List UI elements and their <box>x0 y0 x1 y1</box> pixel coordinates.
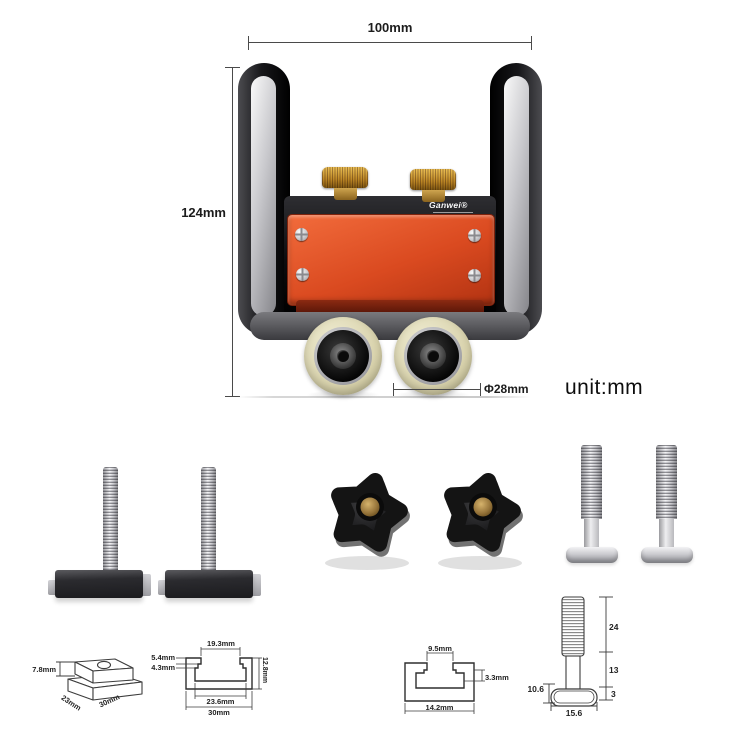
tnut-isometric-drawing <box>56 658 143 701</box>
knob-shadow <box>325 556 409 570</box>
wheel-axle-hole <box>337 350 349 362</box>
tbolt-drawing-thread <box>561 596 585 657</box>
track-large-profile <box>185 657 253 690</box>
tbolt-head-width-label: 15.6 <box>565 708 583 718</box>
height-dimension-tick-bottom <box>225 396 240 397</box>
track-large-profile-drawing <box>176 647 262 710</box>
tnut-upper-front-face <box>92 667 134 684</box>
brass-knob-left <box>322 167 368 188</box>
tbolt-technical-drawing <box>543 596 613 711</box>
star-knobs-photo <box>325 473 523 570</box>
tnut-hole <box>96 660 112 670</box>
ground-shadow-line <box>238 396 530 398</box>
tnut-bolt-base <box>165 570 253 598</box>
tbolt-head <box>566 547 618 563</box>
tool-left-arm <box>238 63 290 335</box>
tbolt-thread <box>656 445 677 519</box>
roller-wheel-right <box>394 317 472 395</box>
tbolt-shank <box>584 519 599 549</box>
tbolt-head <box>641 547 693 563</box>
track-large-inner-label: 23.6mm <box>206 697 235 706</box>
wheel-shadow <box>396 390 470 400</box>
tnut-bolt-base <box>55 570 143 598</box>
track-large-height-label: 12.8mm <box>261 657 268 684</box>
knob-brass-insert <box>473 497 493 517</box>
height-dimension-label: 124mm <box>181 205 226 220</box>
track-small-slot-label: 9.5mm <box>428 644 452 653</box>
track-large-lip-upper-label: 5.4mm <box>151 653 175 662</box>
tbolt-shank-length-label: 13 <box>609 665 619 675</box>
track-small-lip-label: 3.3mm <box>485 673 509 682</box>
brass-knob-right <box>410 169 456 190</box>
plate-screw-icon <box>468 269 481 282</box>
tbolt-thread-length-label: 24 <box>609 622 619 632</box>
plate-screw-icon <box>295 228 308 241</box>
track-large-lip-lower-label: 4.3mm <box>151 663 175 672</box>
tbolt-head-height-label: 10.6 <box>527 684 544 694</box>
tnut-base-front-face <box>92 681 143 701</box>
brand-tagline-line <box>433 212 473 213</box>
wheel-axle-hole <box>427 350 439 362</box>
wheel-shadow <box>306 390 380 400</box>
width-dimension-tick-left <box>248 36 249 50</box>
wheel-diameter-label: Φ28mm <box>484 382 529 396</box>
width-dimension-line <box>248 42 532 43</box>
tbolt-thread <box>581 445 602 519</box>
tnut-height-label: 7.8mm <box>32 665 56 674</box>
roller-wheel-left <box>304 317 382 395</box>
wheel-diameter-tick-right <box>480 383 481 396</box>
tbolt-shank <box>659 519 674 549</box>
track-small-profile-drawing <box>404 651 485 714</box>
track-small-profile <box>404 662 475 702</box>
orange-mounting-plate <box>287 214 495 306</box>
tbolt-drawing-head-inner <box>553 690 595 704</box>
track-small-outer-label: 14.2mm <box>425 703 454 712</box>
track-large-outer-label: 30mm <box>208 708 230 717</box>
track-large-slot-label: 19.3mm <box>207 639 235 648</box>
wheel-diameter-line <box>393 389 481 390</box>
knob-brass-insert <box>360 497 380 517</box>
tool-right-arm-slot <box>504 76 529 316</box>
plate-screw-icon <box>468 229 481 242</box>
unit-label: unit:mm <box>565 376 644 399</box>
tool-right-arm <box>490 63 542 335</box>
brand-logo: Ganwei® <box>429 200 468 210</box>
brass-knob-right-neck <box>422 190 445 202</box>
tbolt-drawing-shank <box>565 655 581 690</box>
tnut-bolt-thread <box>103 467 118 572</box>
brass-knob-left-neck <box>334 188 357 200</box>
height-dimension-line <box>232 67 233 397</box>
height-dimension-tick-top <box>225 67 240 68</box>
tnut-bolt-thread <box>201 467 216 572</box>
width-dimension-tick-right <box>531 36 532 50</box>
tool-left-arm-slot <box>251 76 276 316</box>
width-dimension-label: 100mm <box>367 20 413 35</box>
knob-shadow <box>438 556 522 570</box>
wheel-diameter-tick-left <box>393 383 394 396</box>
tbolt-head-thickness-label: 3 <box>611 689 616 699</box>
lower-gray-bracket <box>250 312 530 340</box>
plate-screw-icon <box>296 268 309 281</box>
